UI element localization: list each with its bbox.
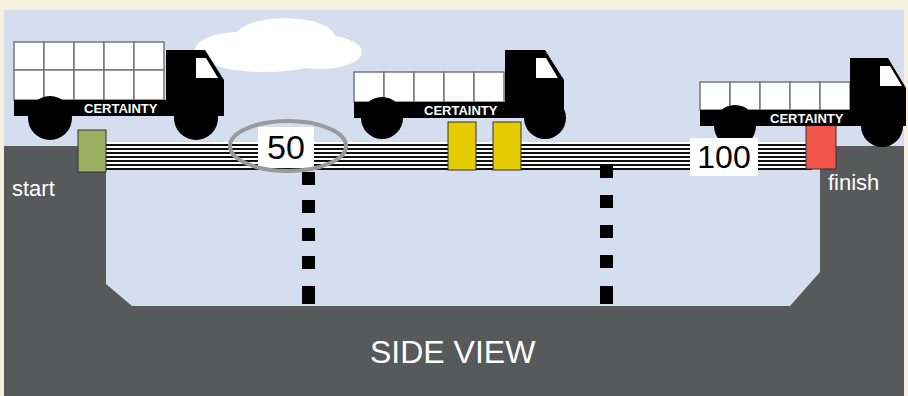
distance-number: 50 <box>264 128 308 167</box>
truck <box>14 42 224 140</box>
truck-label: CERTAINTY <box>770 111 843 126</box>
cloud <box>195 18 362 72</box>
truck-label: CERTAINTY <box>84 101 157 116</box>
midpoint-marker <box>448 122 476 170</box>
ground <box>4 146 904 396</box>
finish-marker <box>806 124 836 169</box>
truck <box>354 50 566 139</box>
midpoint-marker <box>493 122 521 170</box>
distance-number: 100 <box>694 139 753 176</box>
start-marker <box>78 130 106 172</box>
distance-marker-box: 50 <box>258 127 314 167</box>
view-title: SIDE VIEW <box>370 334 535 371</box>
start-label: start <box>12 176 55 202</box>
highlight-ellipse <box>230 121 346 171</box>
truck <box>700 58 906 147</box>
distance-marker-box: 100 <box>690 138 758 176</box>
pillar <box>600 165 613 304</box>
truck-label: CERTAINTY <box>424 103 497 118</box>
pillar <box>302 172 315 304</box>
sky <box>4 10 904 396</box>
finish-label: finish <box>828 170 879 196</box>
